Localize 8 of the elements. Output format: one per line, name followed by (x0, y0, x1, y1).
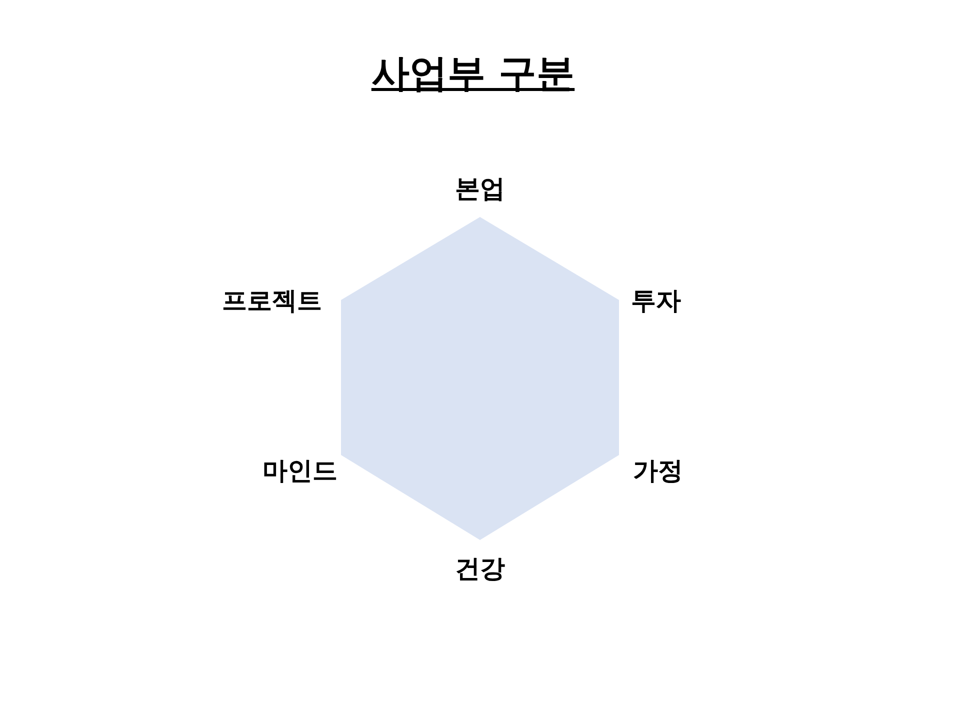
vertex-label: 본업 (454, 173, 506, 205)
vertex-label: 투자 (630, 285, 682, 317)
title: 사업부 구분 (370, 50, 576, 97)
vertex-label: 마인드 (262, 455, 338, 487)
vertex-label: 건강 (454, 553, 506, 585)
vertex-label: 가정 (632, 455, 684, 487)
vertex-label: 프로젝트 (221, 285, 323, 317)
hexagon-shape (341, 217, 619, 540)
